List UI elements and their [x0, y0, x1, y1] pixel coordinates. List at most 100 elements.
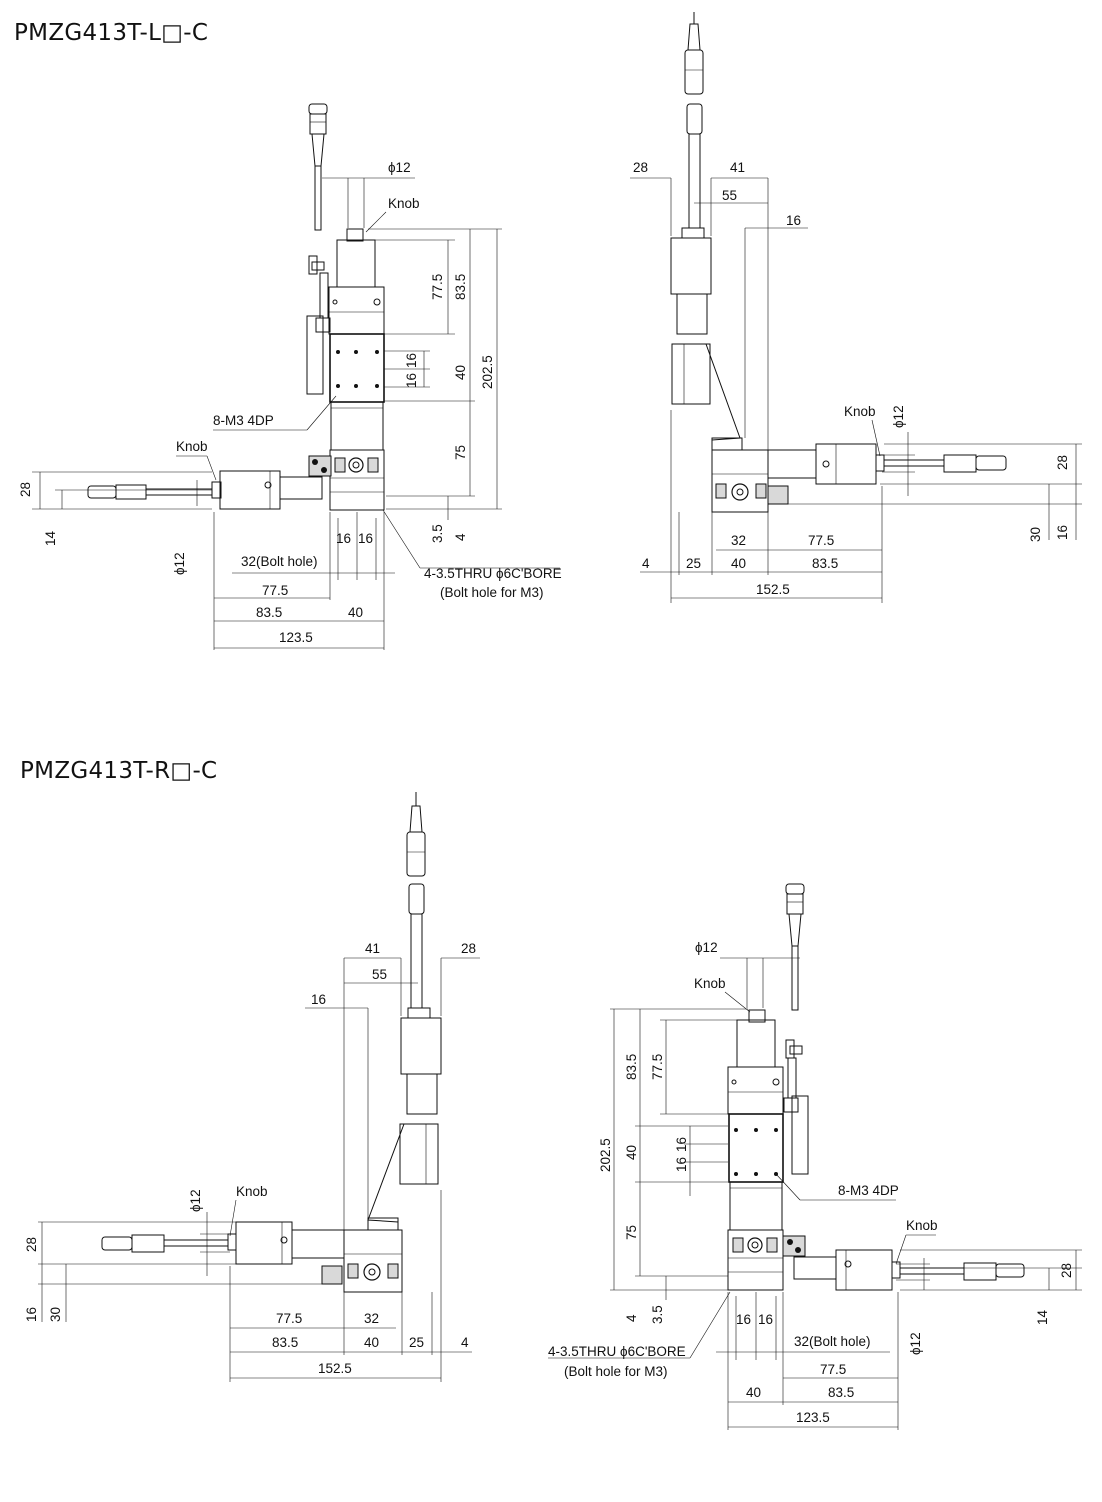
dim-r2-123-5: 123.5	[796, 1410, 830, 1425]
dim-l-bolt: 32(Bolt hole)	[241, 554, 318, 569]
dim-l-16b: 16	[404, 373, 419, 388]
dim-l-16-bot-b: 16	[358, 531, 373, 546]
dim-r-phi12-side: ϕ12	[188, 1189, 203, 1212]
dim-l-phi12-side: ϕ12	[172, 552, 187, 575]
dim-l-40-bot: 40	[348, 605, 363, 620]
label-knob-r-side: Knob	[906, 1218, 938, 1233]
dim-l-16a: 16	[404, 353, 419, 368]
dim-l-75: 75	[453, 445, 468, 460]
dim-r2-16-bot-a: 16	[736, 1312, 751, 1327]
label-knob-l-side: Knob	[176, 439, 208, 454]
dim-l-28: 28	[18, 482, 33, 497]
dim-r2-14: 14	[1035, 1309, 1050, 1325]
dim-r2-4: 4	[624, 1314, 639, 1322]
dim-l2-28: 28	[633, 160, 648, 175]
dim-l-202-5: 202.5	[480, 355, 495, 389]
dim-l2-4: 4	[642, 556, 650, 571]
dim-l2-77-5: 77.5	[808, 533, 834, 548]
dim-r-28: 28	[461, 941, 476, 956]
dim-r2-40-bot: 40	[746, 1385, 761, 1400]
motor-side-l	[219, 470, 281, 510]
dim-l2-25: 25	[686, 556, 701, 571]
dim-l-phi12: ϕ12	[388, 160, 411, 175]
dim-r-152-5: 152.5	[318, 1361, 352, 1376]
dim-l-16-bot-a: 16	[336, 531, 351, 546]
dim-l2-30: 30	[1028, 527, 1043, 542]
motor-r-side	[400, 1017, 442, 1075]
dim-r2-75: 75	[624, 1225, 639, 1240]
dim-l-123-5: 123.5	[279, 630, 313, 645]
label-thru-l-1: 4-3.5THRU ϕ6C'BORE	[424, 566, 562, 581]
dim-r2-77-5: 77.5	[650, 1054, 665, 1080]
motor-l2	[670, 237, 712, 295]
motor-side-r	[835, 1249, 893, 1291]
dim-r-16: 16	[311, 992, 326, 1007]
dim-l2-40: 40	[731, 556, 746, 571]
view-r-front: ϕ12 Knob 83.5 77.5 202.5 40 16 16 75 4 3…	[548, 883, 1082, 1430]
dim-r2-16-bot-b: 16	[758, 1312, 773, 1327]
cable-top-l2	[684, 12, 704, 229]
dim-r-16-left: 16	[24, 1307, 39, 1322]
label-knob-r-side: Knob	[236, 1184, 268, 1199]
base-stage-r-side	[343, 1229, 403, 1293]
dim-l-4: 4	[453, 533, 468, 541]
dim-r2-28-right: 28	[1059, 1263, 1074, 1278]
dim-l2-16-right: 16	[1055, 525, 1070, 540]
model-title-right: PMZG413T-R□-C	[20, 758, 218, 784]
dim-r2-3-5: 3.5	[650, 1305, 665, 1324]
dim-r2-77-5-bot: 77.5	[820, 1362, 846, 1377]
dim-r-40: 40	[364, 1335, 379, 1350]
dim-l2-28-right: 28	[1055, 455, 1070, 470]
dim-l-40: 40	[453, 365, 468, 380]
z-carriage-r	[728, 1113, 784, 1183]
dim-r-32: 32	[364, 1311, 379, 1326]
dim-l2-55: 55	[722, 188, 737, 203]
dim-r2-16b: 16	[674, 1157, 689, 1172]
dim-l2-152-5: 152.5	[756, 582, 790, 597]
dim-r2-phi12-side: ϕ12	[908, 1332, 923, 1355]
dim-l-77-5: 77.5	[430, 274, 445, 300]
model-title-left: PMZG413T-L□-C	[14, 20, 209, 46]
dim-r2-40: 40	[624, 1145, 639, 1160]
dim-l-14: 14	[43, 530, 58, 546]
dim-l-77-5-bot: 77.5	[262, 583, 288, 598]
z-carriage-l	[329, 333, 385, 403]
dim-l-3-5: 3.5	[430, 524, 445, 543]
dim-r-77-5: 77.5	[276, 1311, 302, 1326]
dim-r2-phi12: ϕ12	[695, 940, 718, 955]
dim-l-83-5: 83.5	[453, 274, 468, 300]
base-stage-r	[727, 1229, 784, 1291]
dim-r2-bolt: 32(Bolt hole)	[794, 1334, 871, 1349]
base-stage-l	[329, 449, 385, 511]
view-l-front: ϕ12 Knob 77.5 83.5 16 16 40 202.5 75 3.5…	[18, 103, 562, 650]
dim-l-83-5-bot: 83.5	[256, 605, 282, 620]
dim-l2-41: 41	[730, 160, 745, 175]
cable-top-l	[308, 103, 328, 231]
label-knob-l2: Knob	[844, 404, 876, 419]
motor-l	[336, 239, 376, 288]
label-knob-r: Knob	[694, 976, 726, 991]
view-l-side: 28 41 55 16 Knob ϕ12 28 30 16 32 77.5 4	[630, 12, 1082, 603]
dim-r-4: 4	[461, 1335, 469, 1350]
motor-r	[736, 1019, 776, 1068]
label-knob-l: Knob	[388, 196, 420, 211]
dim-r-41: 41	[365, 941, 380, 956]
dim-r2-202-5: 202.5	[598, 1138, 613, 1172]
dim-l2-16: 16	[786, 213, 801, 228]
cable-top-r2	[785, 883, 805, 1011]
base-stage-l2	[711, 449, 769, 513]
dim-r-28-left: 28	[24, 1237, 39, 1252]
label-thru-r-2: (Bolt hole for M3)	[564, 1364, 668, 1379]
motor-side-l2	[815, 443, 877, 485]
dim-r-83-5: 83.5	[272, 1335, 298, 1350]
dim-l2-phi12: ϕ12	[891, 405, 906, 428]
knob-l	[346, 228, 364, 242]
dim-r-55: 55	[372, 967, 387, 982]
dim-r-30: 30	[48, 1307, 63, 1322]
label-thru-r-1: 4-3.5THRU ϕ6C'BORE	[548, 1344, 686, 1359]
cable-top-r	[406, 792, 426, 1009]
dim-l2-83-5: 83.5	[812, 556, 838, 571]
label-thru-l-2: (Bolt hole for M3)	[440, 585, 544, 600]
dim-r2-16a: 16	[674, 1137, 689, 1152]
